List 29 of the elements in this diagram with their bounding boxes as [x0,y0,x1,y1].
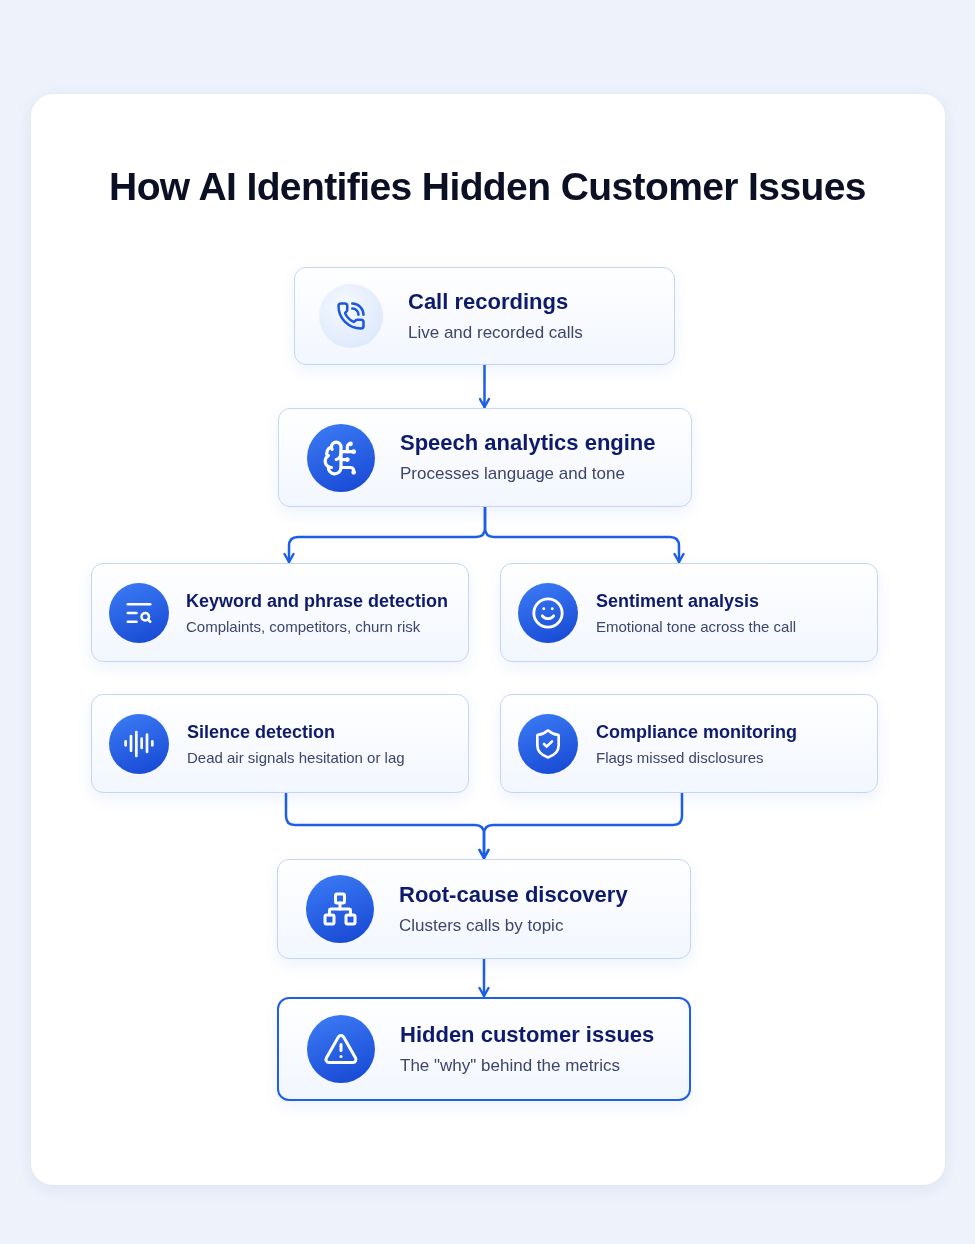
diagram-title: How AI Identifies Hidden Customer Issues [109,164,866,210]
step-description: Flags missed disclosures [596,747,764,768]
process-box [500,563,878,662]
step-description: Clusters calls by topic [399,914,564,937]
step-title: Compliance monitoring [596,720,797,744]
step-title: Keyword and phrase detection [186,589,449,613]
step-title: Sentiment analysis [596,589,760,613]
step-description: Emotional tone across the call [596,616,797,637]
step-title: Call recordings [408,287,569,316]
connector-arrow [478,791,684,860]
process-box [91,563,469,662]
step-description: Processes language and tone [400,463,625,485]
connector-arrow [478,363,491,409]
step-description: Complaints, competitors, churn risk [186,616,421,637]
connector-arrow [478,957,490,998]
process-box [277,997,691,1101]
step-title: Speech analytics engine [400,429,656,457]
process-box [278,408,692,507]
step-description: Dead air signals hesitation or lag [187,747,405,768]
step-title: Hidden customer issues [400,1020,655,1049]
step-description: The "why" behind the metrics [400,1054,620,1077]
process-box [91,694,469,793]
step-title: Root-cause discovery [399,880,628,909]
step-description: Live and recorded calls [408,321,583,344]
step-title: Silence detection [187,720,336,744]
process-box [500,694,878,793]
connector-arrow [483,505,685,564]
process-box [277,859,691,959]
process-box [294,267,675,365]
